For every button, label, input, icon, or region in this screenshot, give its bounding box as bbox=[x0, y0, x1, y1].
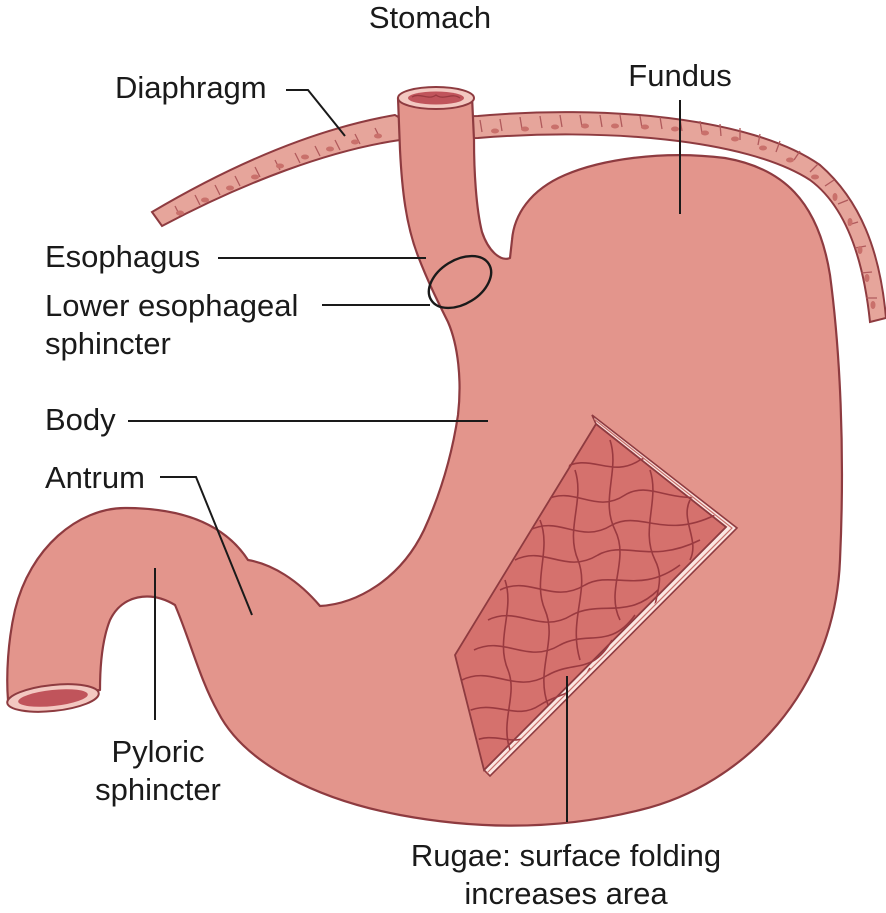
lower-esophageal-sphincter-ring bbox=[427, 254, 493, 310]
label-fundus-text: Fundus bbox=[628, 58, 731, 93]
label-body-text: Body bbox=[45, 402, 116, 437]
diagram-title: Stomach bbox=[369, 0, 491, 35]
label-rugae: Rugae: surface folding increases area bbox=[411, 676, 721, 911]
label-fundus: Fundus bbox=[628, 58, 732, 214]
label-esophagus: Esophagus bbox=[45, 239, 426, 274]
rugae-mucosa bbox=[454, 422, 728, 772]
label-antrum: Antrum bbox=[45, 460, 253, 616]
label-pyloric-line2: sphincter bbox=[95, 772, 221, 807]
label-esophagus-text: Esophagus bbox=[45, 239, 200, 274]
leader-antrum bbox=[160, 476, 253, 616]
label-rugae-line2: increases area bbox=[464, 876, 668, 911]
label-diaphragm-text: Diaphragm bbox=[115, 70, 267, 105]
label-les-line1: Lower esophageal bbox=[45, 288, 298, 323]
diaphragm-tissue-spots bbox=[176, 123, 876, 309]
label-body: Body bbox=[45, 402, 488, 437]
label-lower-esophageal-sphincter: Lower esophageal sphincter bbox=[45, 288, 430, 361]
esophagus-lumen-opening bbox=[397, 86, 475, 110]
leader-diaphragm bbox=[286, 89, 346, 137]
label-rugae-line1: Rugae: surface folding bbox=[411, 838, 721, 873]
stomach-body-shape bbox=[6, 87, 844, 827]
label-pyloric-sphincter: Pyloric sphincter bbox=[95, 568, 221, 807]
label-pyloric-line1: Pyloric bbox=[111, 734, 204, 769]
diaphragm-striations bbox=[174, 114, 877, 299]
label-les-line2: sphincter bbox=[45, 326, 171, 361]
pyloric-lumen-opening bbox=[6, 683, 100, 713]
stomach-organ bbox=[6, 86, 844, 827]
label-antrum-text: Antrum bbox=[45, 460, 145, 495]
label-diaphragm: Diaphragm bbox=[115, 70, 346, 137]
